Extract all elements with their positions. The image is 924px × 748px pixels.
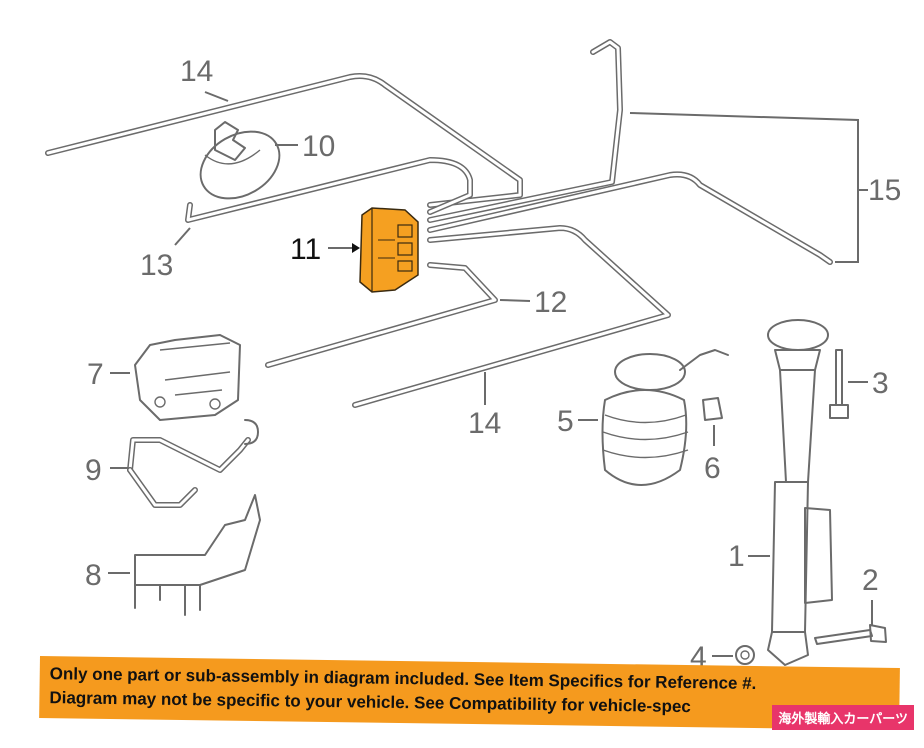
disclaimer-banner: Only one part or sub-assembly in diagram… — [39, 656, 900, 731]
valve-block-part-11 — [359, 207, 419, 293]
nut-part-4 — [735, 645, 755, 665]
callout-14-upper: 14 — [180, 55, 213, 88]
callout-12: 12 — [534, 286, 567, 319]
callout-5: 5 — [557, 405, 574, 438]
callout-8: 8 — [85, 559, 102, 592]
callout-2: 2 — [862, 564, 879, 597]
callout-9: 9 — [85, 454, 102, 487]
callout-7: 7 — [87, 358, 104, 391]
callout-1: 1 — [728, 540, 745, 573]
compressor-part-7 — [134, 334, 241, 421]
hose-part-9 — [127, 419, 259, 508]
callout-10: 10 — [302, 130, 335, 163]
callout-15: 15 — [868, 174, 901, 207]
shock-absorber-part-1 — [767, 319, 833, 666]
cap-part-6 — [702, 397, 723, 421]
air-spring-part-5 — [601, 349, 729, 486]
callout-3: 3 — [872, 367, 889, 400]
callout-14-lower: 14 — [468, 407, 501, 440]
bracket-part-8 — [134, 494, 261, 616]
leader-lines — [108, 91, 873, 657]
bolt-part-3 — [829, 349, 849, 419]
callout-13: 13 — [140, 249, 173, 282]
callout-11: 11 — [290, 233, 321, 266]
bolt-part-2 — [814, 624, 887, 645]
shop-tag: 海外製輸入カーパーツ — [772, 705, 914, 730]
air-lines — [45, 39, 833, 408]
callout-6: 6 — [704, 452, 721, 485]
